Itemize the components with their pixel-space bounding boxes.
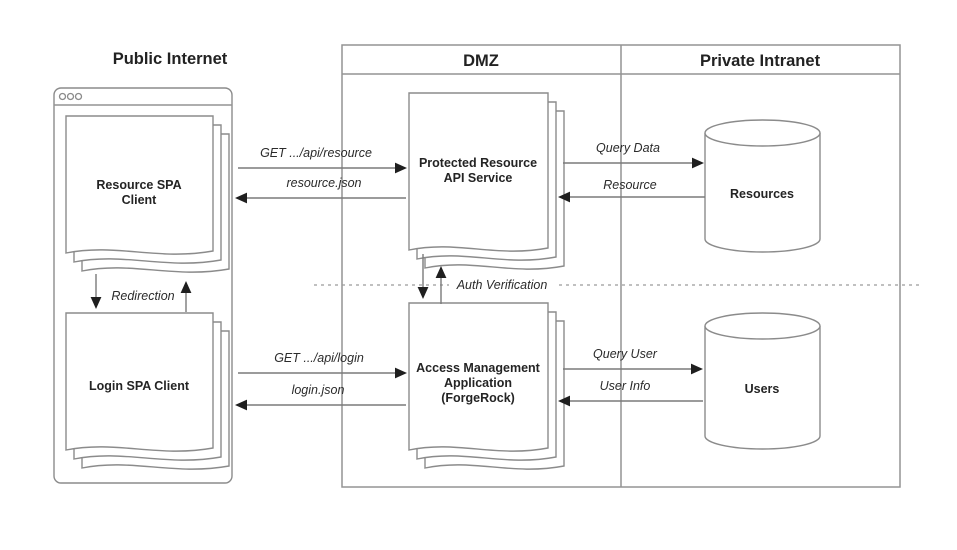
flow-label: GET .../api/login [274, 351, 364, 365]
arrowhead-down-icon [417, 287, 429, 299]
flow-label: User Info [600, 379, 651, 393]
flow-label: Redirection [111, 289, 174, 303]
flow-label: login.json [292, 383, 345, 397]
database-cylinder-icon [704, 326, 821, 450]
label-backdrop [449, 277, 556, 292]
page-front [408, 92, 549, 252]
node-label: API Service [444, 171, 513, 185]
window-control-dot-icon [58, 92, 67, 101]
flow-user-info: User Info [558, 379, 703, 407]
node-resource-spa-client: Resource SPA Client [65, 115, 230, 273]
arrowhead-right-icon [691, 363, 703, 375]
flow-label: Query Data [596, 141, 660, 155]
flow-label: Resource [603, 178, 657, 192]
node-label: Application [444, 376, 512, 390]
page-front [408, 302, 549, 452]
node-label: Login SPA Client [89, 379, 190, 393]
node-label: Users [745, 382, 780, 396]
flow-get-api-login: GET .../api/login [238, 351, 407, 379]
node-login-spa-client: Login SPA Client [65, 312, 230, 470]
database-cylinder-icon [704, 133, 821, 253]
zone-title-dmz: DMZ [463, 52, 499, 70]
node-label: Resource SPA [96, 178, 181, 192]
node-label: Client [122, 193, 158, 207]
flow-login-json: login.json [235, 383, 406, 411]
node-protected-resource-api: Protected Resource API Service [408, 92, 565, 270]
flow-redirection: Redirection [90, 274, 192, 312]
page-front [65, 312, 214, 452]
page-front [65, 115, 214, 255]
zone-frame [341, 44, 901, 488]
arrowhead-left-icon [235, 192, 247, 204]
flow-auth-verification: Auth Verification [417, 254, 556, 304]
arrowhead-left-icon [558, 395, 570, 407]
flow-resource-json: resource.json [235, 176, 406, 204]
node-resources-db: Resources [704, 119, 821, 253]
node-label: Protected Resource [419, 156, 537, 170]
flow-resource: Resource [558, 178, 705, 203]
database-cylinder-top [704, 312, 821, 340]
database-cylinder-top [704, 119, 821, 147]
flow-query-data: Query Data [563, 141, 704, 169]
zone-title-private-intranet: Private Intranet [700, 52, 821, 70]
zone-title-public-internet: Public Internet [113, 50, 228, 68]
arrowhead-left-icon [235, 399, 247, 411]
arrowhead-left-icon [558, 191, 570, 203]
flow-get-api-resource: GET .../api/resource [238, 146, 407, 174]
node-label: (ForgeRock) [441, 391, 515, 405]
arrowhead-right-icon [692, 157, 704, 169]
node-label: Access Management [416, 361, 541, 375]
arrowhead-right-icon [395, 367, 407, 379]
arrowhead-right-icon [395, 162, 407, 174]
flow-query-user: Query User [563, 347, 703, 375]
window-control-dot-icon [66, 92, 75, 101]
node-users-db: Users [704, 312, 821, 450]
node-access-management: Access Management Application (ForgeRock… [408, 302, 565, 470]
node-label: Resources [730, 187, 794, 201]
flow-label: GET .../api/resource [260, 146, 372, 160]
flow-label: resource.json [286, 176, 361, 190]
arrowhead-down-icon [90, 297, 102, 309]
window-control-dot-icon [74, 92, 83, 101]
flow-label: Auth Verification [456, 278, 548, 292]
arrowhead-up-icon [435, 266, 447, 278]
flow-label: Query User [593, 347, 658, 361]
arrowhead-up-icon [180, 281, 192, 293]
